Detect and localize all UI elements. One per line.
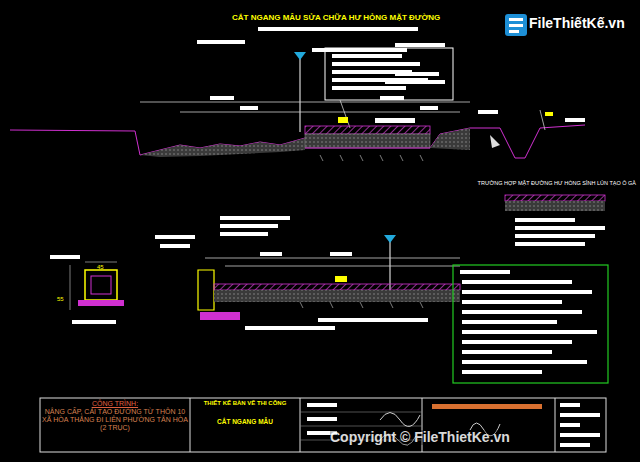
cell-text: CẮT NGANG MẪU xyxy=(192,418,298,425)
detail-title: TRƯỜNG HỢP MẶT ĐƯỜNG HƯ HỎNG SÌNH LÚN TẠ… xyxy=(478,180,636,186)
cell-text: NÂNG CẤP, CẢI TẠO ĐƯỜNG TỪ THÔN 10 XÃ HÒ… xyxy=(42,408,188,432)
dimension: 45 xyxy=(97,264,104,271)
title-block-cell: THIẾT KẾ BẢN VẼ THI CÔNG xyxy=(192,400,298,414)
dimension: 55 xyxy=(57,296,64,303)
cell-text: CÔNG TRÌNH: xyxy=(42,400,188,408)
title-block-cell: CÔNG TRÌNH:NÂNG CẤP, CẢI TẠO ĐƯỜNG TỪ TH… xyxy=(42,400,188,450)
sheet-title: CẮT NGANG MẪU SỬA CHỮA HƯ HỎNG MẶT ĐƯỜNG xyxy=(232,14,440,23)
title-block-cell: CẮT NGANG MẪU xyxy=(192,418,298,442)
watermark: FileThiếtKế.vn xyxy=(529,16,625,31)
cell-text: THIẾT KẾ BẢN VẼ THI CÔNG xyxy=(192,400,298,407)
watermark: Copyright © FileThietKe.vn xyxy=(330,430,510,445)
